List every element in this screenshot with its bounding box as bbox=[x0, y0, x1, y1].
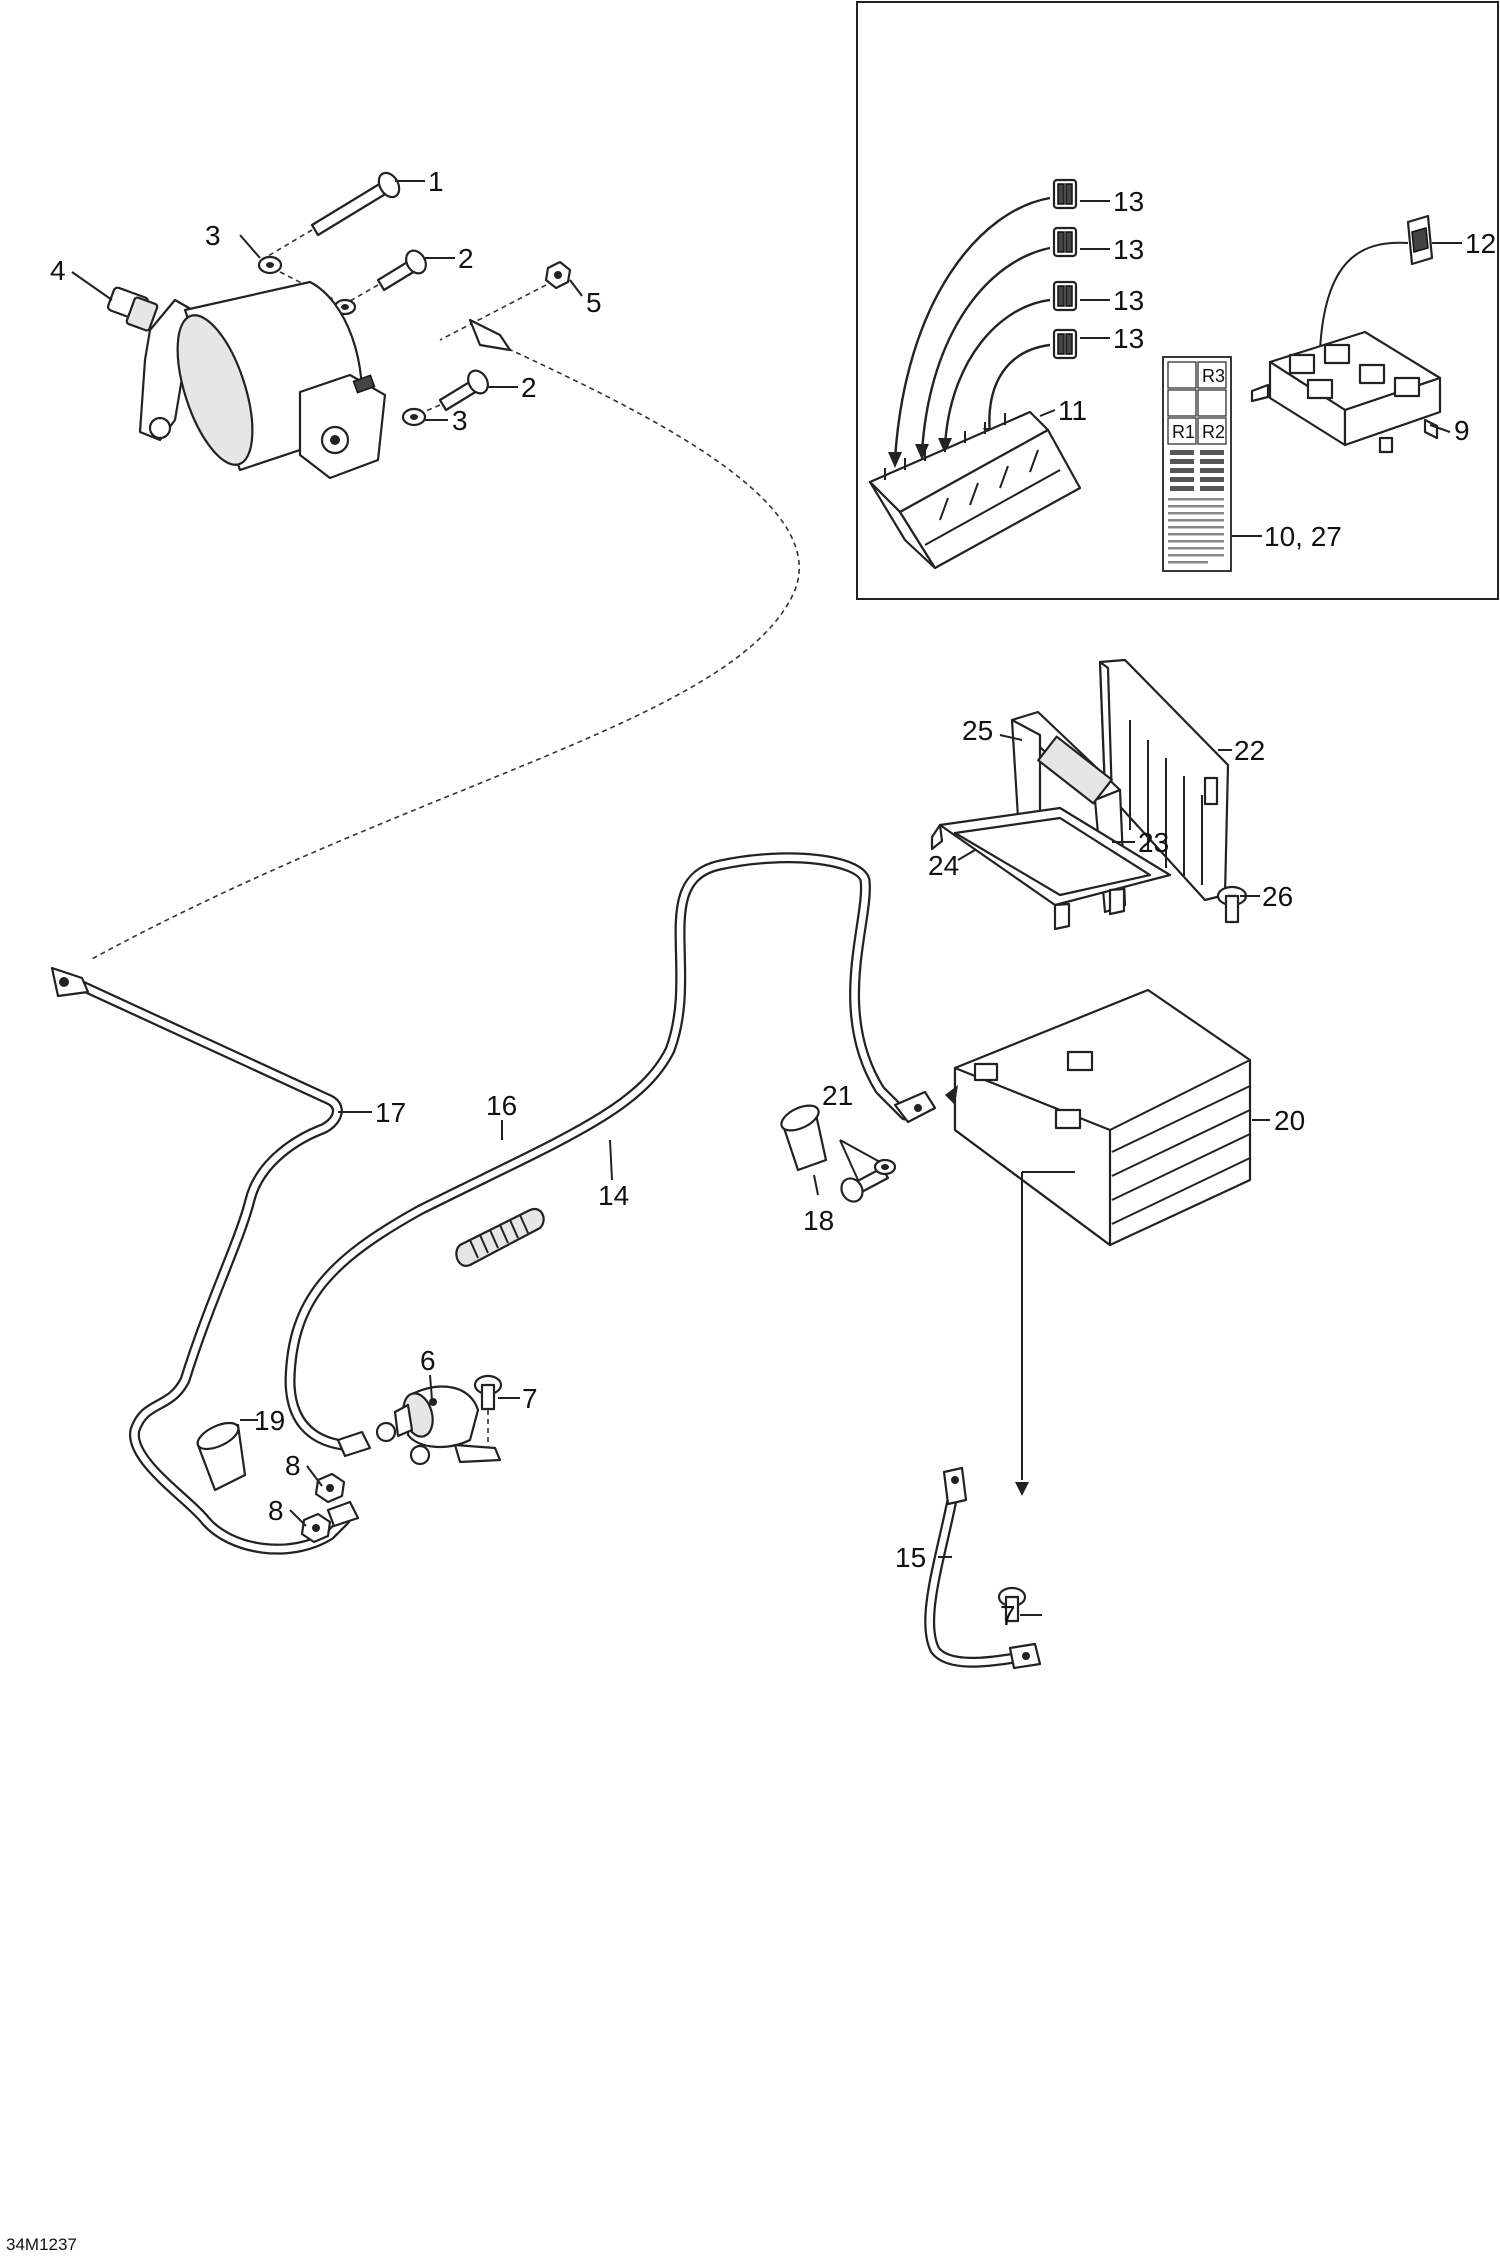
fuse-label-code-r3: R3 bbox=[1202, 366, 1225, 386]
starter-cable-terminal bbox=[468, 318, 512, 352]
protective-boot-19 bbox=[196, 1421, 247, 1492]
callout-25: 25 bbox=[962, 715, 993, 746]
washer-3-upper bbox=[257, 255, 283, 275]
screw-21 bbox=[840, 1158, 897, 1203]
fuse-box-inset-frame bbox=[856, 1, 1499, 600]
callout-23: 23 bbox=[1138, 827, 1169, 858]
callout-3-lower: 3 bbox=[452, 405, 468, 436]
fuse-13-c bbox=[1052, 280, 1078, 312]
cable-15-top-terminal bbox=[942, 1466, 968, 1506]
starter-cable-route bbox=[89, 344, 800, 961]
callout-24: 24 bbox=[928, 850, 959, 881]
relay-12 bbox=[1406, 214, 1434, 266]
callout-10-27: 10, 27 bbox=[1264, 521, 1342, 552]
cable-17-terminal bbox=[50, 966, 90, 998]
callout-13-b: 13 bbox=[1113, 234, 1144, 265]
callout-18: 18 bbox=[803, 1205, 834, 1236]
callout-2-lower: 2 bbox=[521, 372, 537, 403]
screw-7-lower bbox=[997, 1586, 1027, 1623]
bolt-2-upper-dash-line bbox=[349, 284, 379, 302]
screw-21-leader bbox=[839, 1139, 881, 1181]
nut-8-upper bbox=[314, 1472, 346, 1504]
callout-11: 11 bbox=[1058, 395, 1087, 426]
callout-5: 5 bbox=[586, 287, 602, 318]
cable-15 bbox=[924, 1494, 1021, 1668]
callout-21: 21 bbox=[822, 1080, 853, 1111]
tray-screw-26 bbox=[1216, 885, 1248, 924]
bolt-1 bbox=[310, 171, 401, 237]
callout-16: 16 bbox=[486, 1090, 517, 1121]
callout-8-upper: 8 bbox=[285, 1450, 301, 1481]
fuse-label-sticker: R3 R1 R2 bbox=[1162, 356, 1232, 572]
callout-1: 1 bbox=[428, 166, 444, 197]
nut-5-dash-line bbox=[439, 284, 547, 341]
fuse-arrow-a bbox=[893, 196, 1051, 461]
callout-26: 26 bbox=[1262, 881, 1293, 912]
cable-15-bottom-terminal bbox=[1008, 1642, 1042, 1670]
callout-13-d: 13 bbox=[1113, 323, 1144, 354]
callout-12: 12 bbox=[1465, 228, 1496, 259]
callout-15: 15 bbox=[895, 1542, 926, 1573]
fuse-13-d bbox=[1052, 328, 1078, 360]
cable-15-arrowhead bbox=[1015, 1482, 1029, 1496]
nut-8-lower bbox=[300, 1512, 332, 1544]
fuse-arrowhead-b bbox=[915, 444, 929, 460]
callout-20: 20 bbox=[1274, 1105, 1305, 1136]
callout-2-upper: 2 bbox=[458, 243, 474, 274]
starter-motor bbox=[107, 280, 387, 480]
callout-4: 4 bbox=[50, 255, 66, 286]
bolt-2-lower bbox=[438, 369, 489, 412]
callout-9: 9 bbox=[1454, 415, 1470, 446]
fuse-box-cover bbox=[868, 410, 1082, 570]
callout-leaders bbox=[71, 180, 1462, 1616]
fuse-arrowhead-a bbox=[888, 452, 902, 468]
fuse-arrow-c bbox=[943, 298, 1051, 447]
battery-tray-base-24 bbox=[930, 806, 1172, 931]
callout-7-lower: 7 bbox=[1000, 1600, 1016, 1631]
fuse-arrow-d bbox=[988, 343, 1051, 437]
fuse-label-code-r2: R2 bbox=[1202, 422, 1225, 442]
nut-5 bbox=[544, 260, 572, 290]
fuse-arrow-b bbox=[920, 246, 1051, 453]
callout-22: 22 bbox=[1234, 735, 1265, 766]
fuse-label-code-r1: R1 bbox=[1172, 422, 1195, 442]
callout-8-lower: 8 bbox=[268, 1495, 284, 1526]
bolt-2-upper bbox=[376, 249, 427, 292]
solenoid-cable-terminals bbox=[326, 1430, 372, 1528]
callout-7-upper: 7 bbox=[522, 1383, 538, 1414]
callout-13-a: 13 bbox=[1113, 186, 1144, 217]
starter-solenoid-6 bbox=[375, 1385, 502, 1466]
spacer-sleeve-16 bbox=[455, 1207, 545, 1267]
callout-6: 6 bbox=[420, 1345, 436, 1376]
screw-7-upper bbox=[473, 1374, 503, 1411]
battery-20 bbox=[953, 988, 1252, 1247]
callout-13-c: 13 bbox=[1113, 285, 1144, 316]
relay-leader-line bbox=[1319, 241, 1409, 351]
drawing-code: 34M1237 bbox=[6, 2235, 77, 2254]
cable-14-arrowhead bbox=[945, 1085, 958, 1105]
callout-14: 14 bbox=[598, 1180, 629, 1211]
callout-17: 17 bbox=[375, 1097, 406, 1128]
fuse-13-a bbox=[1052, 178, 1078, 210]
cable-14-battery-terminal bbox=[893, 1090, 937, 1124]
callout-19: 19 bbox=[254, 1405, 285, 1436]
fuse-13-b bbox=[1052, 226, 1078, 258]
bolt-1-dash-line bbox=[267, 229, 313, 257]
protective-boot-18 bbox=[780, 1104, 828, 1172]
washer-3-lower bbox=[401, 407, 427, 427]
callout-3-upper: 3 bbox=[205, 220, 221, 251]
fuse-box-base bbox=[1250, 330, 1442, 454]
